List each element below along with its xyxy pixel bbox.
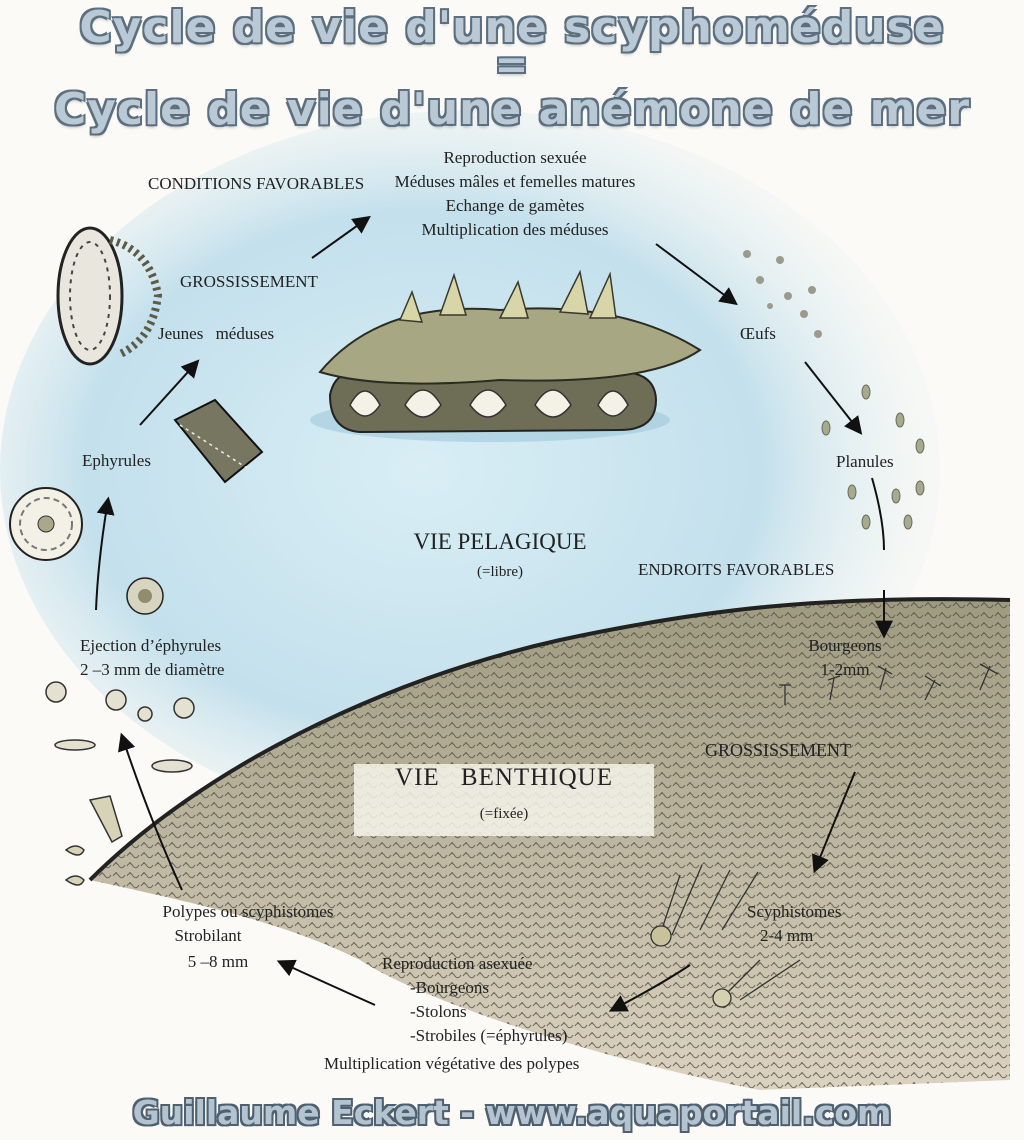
- label-ephyrules: Ephyrules: [82, 451, 151, 470]
- young-medusa-illustration: [56, 226, 163, 366]
- label-polypes-1: Polypes ou scyphistomes: [162, 902, 334, 921]
- arrow-to-eggs: [655, 243, 738, 306]
- label-ejection-2: 2 –3 mm de diamètre: [80, 660, 225, 679]
- planulae-illustration: [821, 384, 925, 530]
- arrow-to-scyphistomes: [811, 771, 856, 874]
- label-reproduction-asexuee: Reproduction asexuée: [382, 954, 533, 973]
- label-scyphistomes: Scyphistomes: [747, 902, 842, 921]
- label-scyphistomes-size: 2-4 mm: [760, 926, 814, 945]
- arrow-to-polyps: [276, 959, 376, 1006]
- label-polypes-3: 5 –8 mm: [187, 952, 249, 971]
- arrow-to-ephyrules: [95, 496, 115, 611]
- label-fixee: (=fixée): [479, 806, 529, 822]
- arrow-to-ejection: [118, 732, 183, 891]
- label-vie-benthique: VIE BENTHIQUE: [395, 764, 613, 791]
- seabed: [88, 597, 1011, 1090]
- list-item-strobiles: -Strobiles (=éphyrules): [410, 1026, 568, 1045]
- label-grossissement-bottom: GROSSISSEMENT: [705, 740, 852, 760]
- arrow-planulae-down: [871, 477, 885, 551]
- label-vie-pelagique: VIE PELAGIQUE: [413, 529, 587, 554]
- arrow-to-young-medusae: [139, 359, 200, 426]
- label-multiplication-polypes: Multiplication végétative des polypes: [324, 1054, 580, 1073]
- cycle-arrows: [95, 215, 893, 1012]
- title-line-2: Cycle de vie d'une anémone de mer: [53, 84, 971, 135]
- buds-illustration: [779, 663, 999, 705]
- footer-credit: Guillaume Eckert - www.aquaportail.com: [132, 1093, 892, 1132]
- label-bourgeons-size: 1-2mm: [820, 660, 870, 679]
- title-equals: =: [494, 42, 530, 88]
- label-multiplication-meduses: Multiplication des méduses: [421, 220, 609, 239]
- small-ephyrules: [45, 681, 195, 773]
- arrow-to-asexual-reproduction: [608, 964, 691, 1012]
- label-polypes-2: Strobilant: [174, 926, 242, 945]
- label-echange-gametes: Echange de gamètes: [445, 196, 585, 215]
- strobilating-polyps: [64, 795, 123, 886]
- label-jeunes-meduses: Jeunes méduses: [158, 324, 275, 343]
- eggs-illustration: [743, 250, 822, 338]
- label-planules: Planules: [836, 452, 894, 471]
- label-oeufs: Œufs: [740, 324, 776, 343]
- scyphistomes-illustration: [650, 864, 801, 1008]
- ephyrule-illustration: [173, 398, 264, 484]
- label-libre: (=libre): [477, 564, 523, 580]
- label-reproduction-sexuee: Reproduction sexuée: [443, 148, 587, 167]
- ephyrule-top-view: [9, 487, 164, 615]
- list-item-stolons: -Stolons: [410, 1002, 467, 1021]
- label-bourgeons: Bourgeons: [808, 636, 882, 655]
- label-ejection-1: Ejection d’éphyrules: [80, 636, 222, 655]
- asexual-reproduction-list: -Bourgeons -Stolons -Strobiles (=éphyrul…: [410, 976, 567, 1048]
- arrow-to-planulae: [804, 361, 863, 435]
- label-grossissement-top: GROSSISSEMENT: [180, 272, 318, 291]
- label-conditions-favorables: CONDITIONS FAVORABLES: [148, 174, 365, 193]
- title-line-1: Cycle de vie d'une scyphoméduse: [79, 2, 945, 53]
- adult-jellyfish-illustration: [310, 269, 702, 442]
- label-endroits-favorables: ENDROITS FAVORABLES: [638, 560, 835, 579]
- arrow-to-sexual-reproduction: [311, 215, 371, 259]
- list-item-bourgeons: -Bourgeons: [410, 978, 490, 997]
- label-meduses-matures: Méduses mâles et femelles matures: [394, 172, 636, 191]
